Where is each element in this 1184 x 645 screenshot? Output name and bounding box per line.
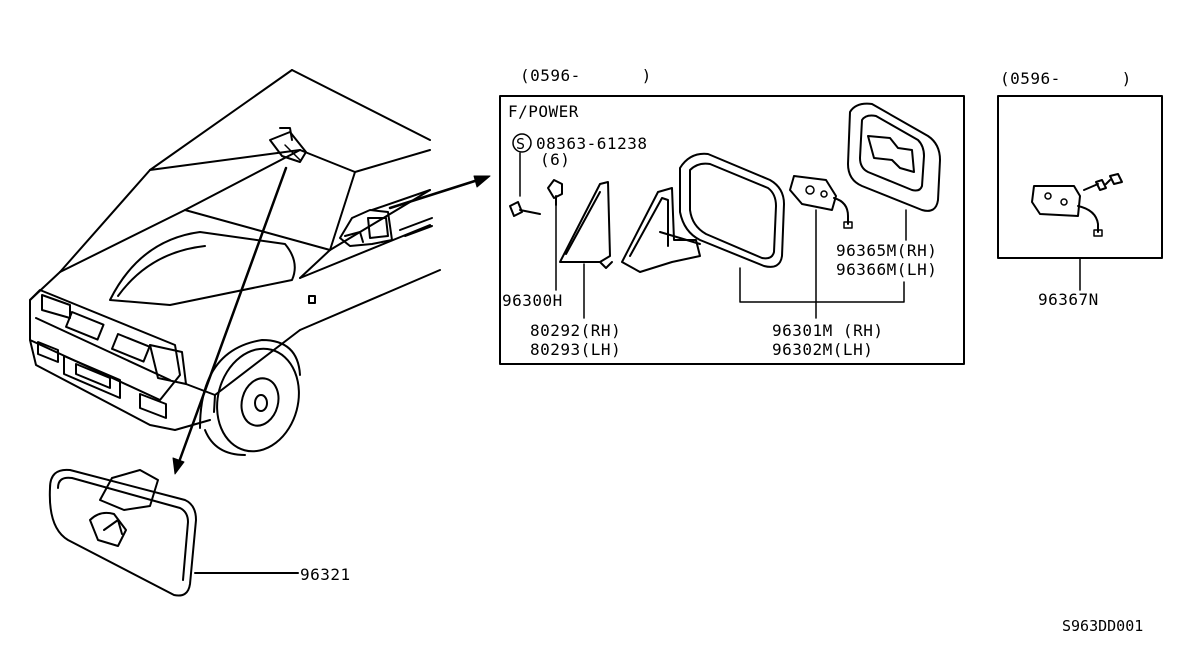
leader-96301M-bracket: [739, 267, 905, 303]
vehicle-illustration: [29, 69, 441, 456]
actuator-motor-icon: [789, 175, 853, 229]
screw-symbol-icon: [512, 133, 532, 153]
part-label-96367N: 96367N: [1038, 290, 1099, 309]
part-label-80293-lh: 80293(LH): [530, 340, 621, 359]
part-label-96302M-lh: 96302M(LH): [772, 340, 873, 359]
part-label-96300H: 96300H: [502, 291, 563, 310]
mirror-glass-icon: [847, 102, 941, 212]
screw-part-number: 08363-61238: [536, 134, 647, 153]
actuator-icon: [1031, 173, 1123, 237]
detail-box-actuator: [997, 95, 1163, 259]
bolt-icon: [547, 179, 563, 206]
mirror-cover-icon: [559, 181, 613, 269]
screw-quantity: (6): [540, 150, 570, 169]
part-label-96365M-rh: 96365M(RH): [836, 241, 937, 260]
screw-symbol: S: [516, 135, 525, 153]
part-label-96301M-rh: 96301M (RH): [772, 321, 883, 340]
arrow-to-inside-mirror: [172, 166, 288, 475]
detail-date-range: (0596- ): [520, 66, 652, 85]
part-label-96321: 96321: [300, 565, 351, 584]
part-label-80292-rh: 80292(RH): [530, 321, 621, 340]
variant-label: F/POWER: [508, 102, 579, 121]
actuator-date-range: (0596- ): [1000, 69, 1132, 88]
inside-mirror-illustration: [48, 468, 197, 597]
diagram-code: S963DD001: [1062, 617, 1143, 635]
arrow-to-side-mirror: [388, 175, 491, 210]
detail-box-side-mirror: [499, 95, 965, 365]
screw-icon: [509, 201, 541, 217]
outside-mirror-icon: [621, 152, 785, 273]
part-label-96366M-lh: 96366M(LH): [836, 260, 937, 279]
